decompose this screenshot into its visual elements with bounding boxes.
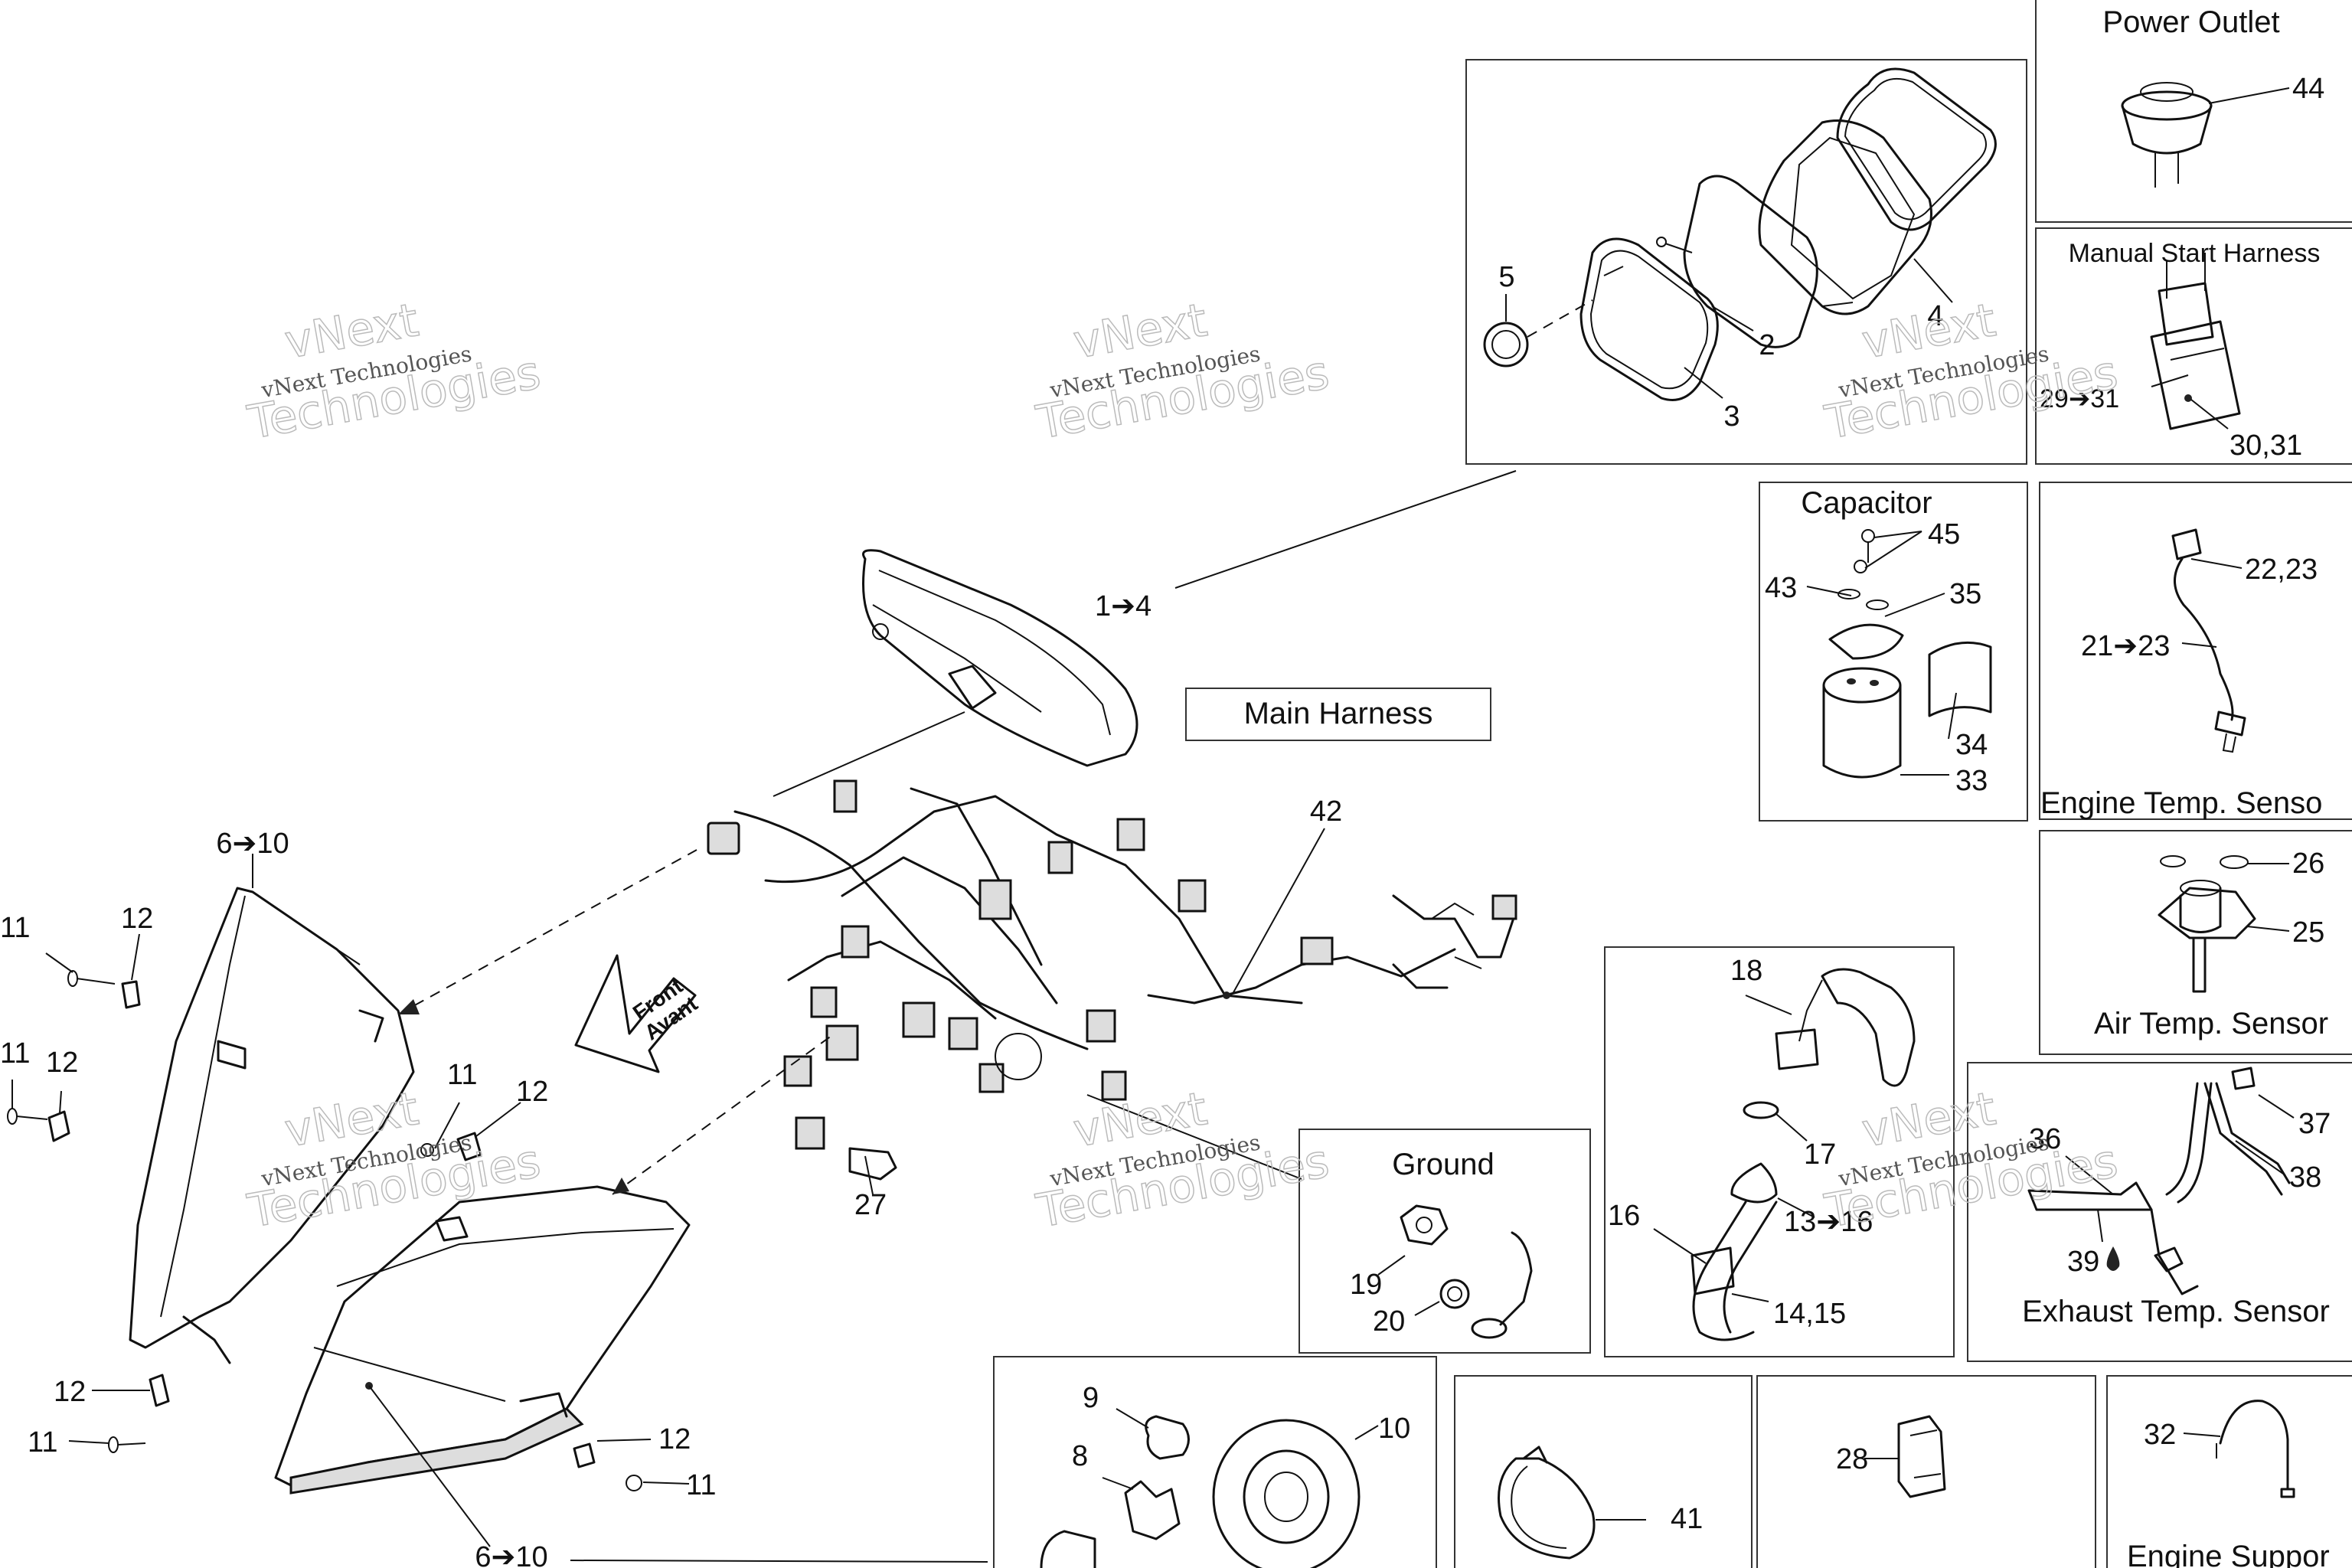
- callout-1-to-4: 1➔4: [1095, 590, 1152, 622]
- callout-26: 26: [2292, 848, 2324, 880]
- callout-13-to-16: 13➔16: [1784, 1206, 1873, 1238]
- gauge-cluster-exploded: [1483, 67, 1997, 401]
- horn-parts: [1040, 1415, 1361, 1568]
- air-temp-sensor-part: [2158, 855, 2256, 993]
- callout-21-to-23: 21➔23: [2081, 630, 2170, 662]
- callout-32: 32: [2144, 1419, 2176, 1451]
- front-direction-arrow: [574, 954, 697, 1073]
- callout-27: 27: [854, 1189, 887, 1221]
- air-temp-sensor-title: Air Temp. Sensor: [2094, 1007, 2328, 1040]
- callout-11-b: 11: [0, 1037, 30, 1070]
- capacitor-part: [1822, 529, 1992, 779]
- callout-39: 39: [2067, 1246, 2099, 1278]
- callout-12-d: 12: [54, 1376, 86, 1408]
- callout-25: 25: [2292, 916, 2324, 949]
- callout-41: 41: [1671, 1503, 1703, 1535]
- engine-temp-sensor-title: Engine Temp. Senso: [2040, 786, 2322, 820]
- callout-12-b: 12: [46, 1047, 78, 1079]
- callout-6-to-10-top: 6➔10: [216, 828, 289, 860]
- gauge-dial: [1483, 322, 1529, 368]
- callout-12-e: 12: [658, 1423, 691, 1455]
- watermark-4: vNext vNext Technologies Technologies: [243, 1081, 545, 1239]
- callout-2: 2: [1759, 329, 1775, 361]
- callout-11-c: 11: [447, 1059, 477, 1091]
- callout-18: 18: [1730, 955, 1762, 987]
- watermark-6: vNext vNext Technologies Technologies: [1821, 1081, 2122, 1239]
- tether-cord-part: [1690, 968, 1916, 1341]
- callout-11-a: 11: [0, 912, 30, 944]
- callout-22-23: 22,23: [2245, 554, 2318, 586]
- power-outlet-title: Power Outlet: [2102, 5, 2279, 39]
- ground-title: Ground: [1392, 1148, 1494, 1181]
- callout-17: 17: [1804, 1138, 1836, 1171]
- callout-28: 28: [1836, 1443, 1868, 1475]
- left-headlight-housing: [129, 887, 415, 1364]
- key-panel: [1604, 946, 1955, 1357]
- ground-parts: [1400, 1204, 1533, 1339]
- power-outlet-panel: [2035, 0, 2352, 223]
- callout-29-to-31: 29➔31: [2040, 384, 2119, 413]
- horn-panel: [993, 1356, 1437, 1568]
- callout-44: 44: [2292, 73, 2324, 105]
- callout-42: 42: [1310, 795, 1342, 828]
- capacitor-panel: [1759, 482, 2028, 822]
- drop-icon: [2106, 1246, 2120, 1271]
- main-harness-title: Main Harness: [1244, 697, 1433, 730]
- instrument-cluster-assembled: [862, 549, 1138, 767]
- connector-28-part: [1897, 1415, 1946, 1498]
- callout-37: 37: [2298, 1108, 2331, 1140]
- engine-support-part: [2216, 1400, 2295, 1498]
- callout-12-a: 12: [121, 903, 153, 935]
- callout-20: 20: [1373, 1305, 1405, 1338]
- main-harness-part: [707, 779, 1517, 1181]
- callout-34: 34: [1955, 729, 1988, 761]
- callout-33: 33: [1955, 765, 1988, 797]
- callout-19: 19: [1350, 1269, 1382, 1301]
- clamp-part: [1498, 1446, 1596, 1560]
- right-headlight-assembly: [274, 1185, 691, 1494]
- engine-support-panel: [2106, 1375, 2352, 1568]
- callout-36: 36: [2029, 1123, 2061, 1155]
- callout-8: 8: [1072, 1440, 1088, 1472]
- callout-43: 43: [1765, 572, 1797, 604]
- exhaust-temp-sensor-part: [2027, 1067, 2291, 1295]
- callout-16: 16: [1608, 1200, 1640, 1232]
- air-temp-sensor-panel: [2039, 830, 2352, 1055]
- watermark-1: vNext vNext Technologies Technologies: [243, 292, 545, 450]
- callout-11-e: 11: [686, 1469, 716, 1501]
- engine-temp-sensor-panel: [2039, 482, 2352, 820]
- exhaust-temp-sensor-title: Exhaust Temp. Sensor: [2022, 1295, 2330, 1328]
- callout-3: 3: [1723, 400, 1740, 433]
- callout-12-c: 12: [516, 1076, 548, 1108]
- callout-38: 38: [2289, 1161, 2321, 1194]
- callout-5: 5: [1498, 261, 1514, 293]
- exhaust-temp-sensor-panel: [1967, 1062, 2352, 1362]
- callout-45: 45: [1928, 518, 1960, 550]
- watermark-3: vNext vNext Technologies Technologies: [1821, 292, 2122, 450]
- gauge-panel-frame: [1465, 59, 2027, 465]
- fasteners: [7, 970, 642, 1491]
- callout-11-d: 11: [28, 1426, 57, 1459]
- watermark-5: vNext vNext Technologies Technologies: [1032, 1081, 1334, 1239]
- callout-14-15: 14,15: [1773, 1298, 1846, 1330]
- manual-start-harness-title: Manual Start Harness: [2069, 239, 2321, 268]
- ground-panel: [1298, 1129, 1591, 1354]
- callout-10: 10: [1378, 1413, 1410, 1445]
- callout-30-31: 30,31: [2230, 430, 2302, 462]
- clamp-panel: [1454, 1375, 1753, 1568]
- watermark-2: vNext vNext Technologies Technologies: [1032, 292, 1334, 450]
- manual-start-harness-part: [2150, 253, 2241, 430]
- main-harness-title-box: [1185, 688, 1491, 741]
- power-outlet-part: [2121, 82, 2213, 188]
- callout-9: 9: [1083, 1382, 1099, 1414]
- callout-6-to-10-bottom: 6➔10: [475, 1541, 547, 1568]
- callout-35: 35: [1949, 578, 1981, 610]
- engine-support-title: Engine Suppor: [2127, 1540, 2330, 1568]
- connector-panel: [1756, 1375, 2096, 1568]
- manual-start-harness-panel: [2035, 227, 2352, 465]
- callout-4: 4: [1927, 300, 1943, 332]
- engine-temp-sensor-part: [2171, 528, 2246, 753]
- capacitor-title: Capacitor: [1801, 486, 1932, 520]
